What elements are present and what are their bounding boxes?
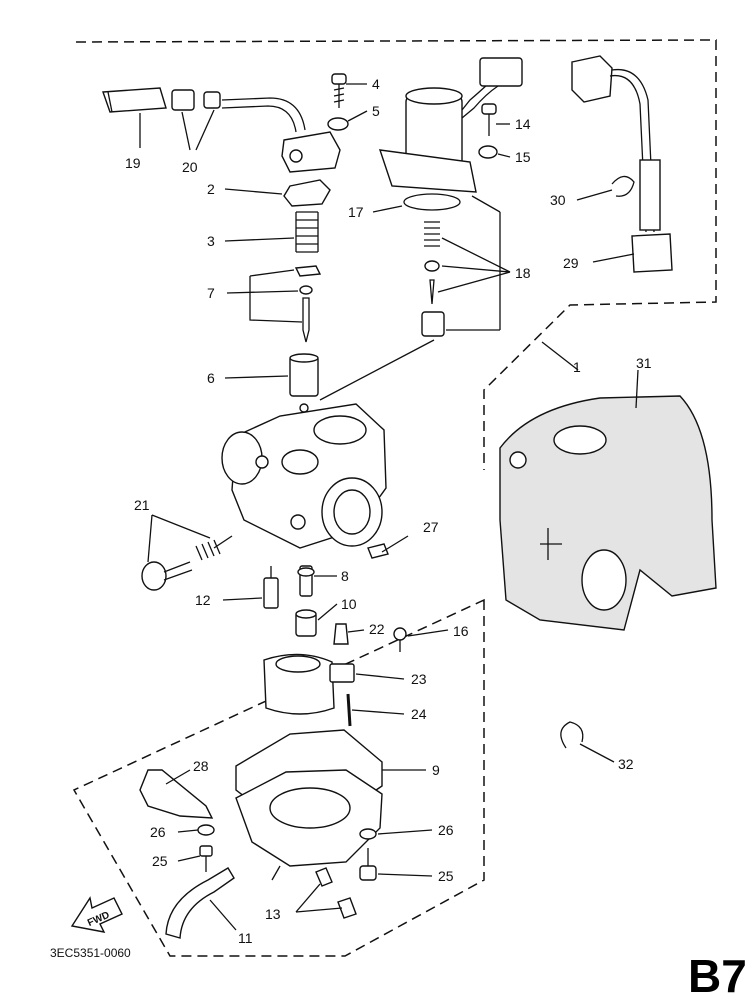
callout-7: 7 <box>207 285 215 301</box>
callout-11: 11 <box>238 930 253 946</box>
part-6-throttle-valve <box>289 353 319 397</box>
callout-1: 1 <box>573 359 581 375</box>
part-5-washer <box>327 117 349 131</box>
part-carburetor-body <box>221 403 387 549</box>
part-21-pilot-screw <box>141 539 221 591</box>
part-starter-plunger <box>378 57 523 337</box>
part-3-spring <box>295 211 319 253</box>
callout-14: 14 <box>515 116 531 132</box>
callout-32: 32 <box>618 756 634 772</box>
part-13-drain-screws <box>315 867 357 919</box>
callout-26-left: 26 <box>150 824 166 840</box>
fwd-arrow-icon: FWD <box>70 896 123 933</box>
callout-18: 18 <box>515 265 531 281</box>
part-16-screw <box>393 627 407 652</box>
part-14-screw <box>481 103 497 136</box>
callout-21: 21 <box>134 497 150 513</box>
part-22-pilot-jet <box>333 623 349 645</box>
part-26-washer-left <box>197 824 215 836</box>
callout-25-right: 25 <box>438 868 454 884</box>
part-15-washer <box>478 145 498 159</box>
part-23-float <box>263 653 355 715</box>
part-17-o-ring <box>403 193 461 211</box>
part-24-float-pin <box>346 693 352 727</box>
callout-2: 2 <box>207 181 215 197</box>
callout-20: 20 <box>182 159 198 175</box>
part-25-screw-left <box>199 845 213 872</box>
callout-23: 23 <box>411 671 427 687</box>
part-10-jet-holder <box>295 609 317 637</box>
part-31-cover <box>499 395 717 631</box>
callout-13: 13 <box>265 906 281 922</box>
callout-28: 28 <box>193 758 209 774</box>
callout-6: 6 <box>207 370 215 386</box>
page-code: B7 <box>688 950 747 1000</box>
callout-8: 8 <box>341 568 349 584</box>
callout-12: 12 <box>195 592 211 608</box>
part-20-cable-nuts <box>171 89 306 133</box>
callout-31: 31 <box>636 355 652 371</box>
part-29-lead-wire <box>571 55 673 273</box>
drawing-number: 3EC5351-0060 <box>50 946 131 960</box>
callout-17: 17 <box>348 204 364 220</box>
callout-19: 19 <box>125 155 141 171</box>
callout-25-left: 25 <box>152 853 168 869</box>
part-27-screw <box>367 543 389 559</box>
callout-5: 5 <box>372 103 380 119</box>
assembly-boundary <box>72 39 717 957</box>
part-12-air-valve <box>263 566 279 609</box>
callout-24: 24 <box>411 706 427 722</box>
part-mixing-chamber-top <box>281 131 341 173</box>
part-26-washer-right <box>359 828 377 840</box>
part-11-drain-hose <box>165 867 235 939</box>
part-float-chamber <box>235 769 383 881</box>
part-19-cable-cap <box>102 87 167 113</box>
callout-22: 22 <box>369 621 385 637</box>
callout-9: 9 <box>432 762 440 778</box>
callout-4: 4 <box>372 76 380 92</box>
callout-26-right: 26 <box>438 822 454 838</box>
callout-27: 27 <box>423 519 439 535</box>
leader-lines <box>139 83 639 931</box>
part-8-main-jet <box>297 565 315 597</box>
callout-3: 3 <box>207 233 215 249</box>
part-4-screw <box>331 73 347 108</box>
callout-30: 30 <box>550 192 566 208</box>
part-30-clamp <box>611 175 635 197</box>
part-32-clip <box>560 721 584 749</box>
part-2-gasket <box>283 179 331 207</box>
part-25-screw-right <box>359 848 377 881</box>
part-7-jet-needle-set <box>294 265 322 343</box>
callout-16: 16 <box>453 623 469 639</box>
callout-29: 29 <box>563 255 579 271</box>
callouts: 1 2 3 4 5 6 7 8 9 10 11 12 13 14 15 16 1… <box>125 76 652 946</box>
callout-10: 10 <box>341 596 357 612</box>
callout-15: 15 <box>515 149 531 165</box>
part-28-bracket <box>139 769 214 819</box>
